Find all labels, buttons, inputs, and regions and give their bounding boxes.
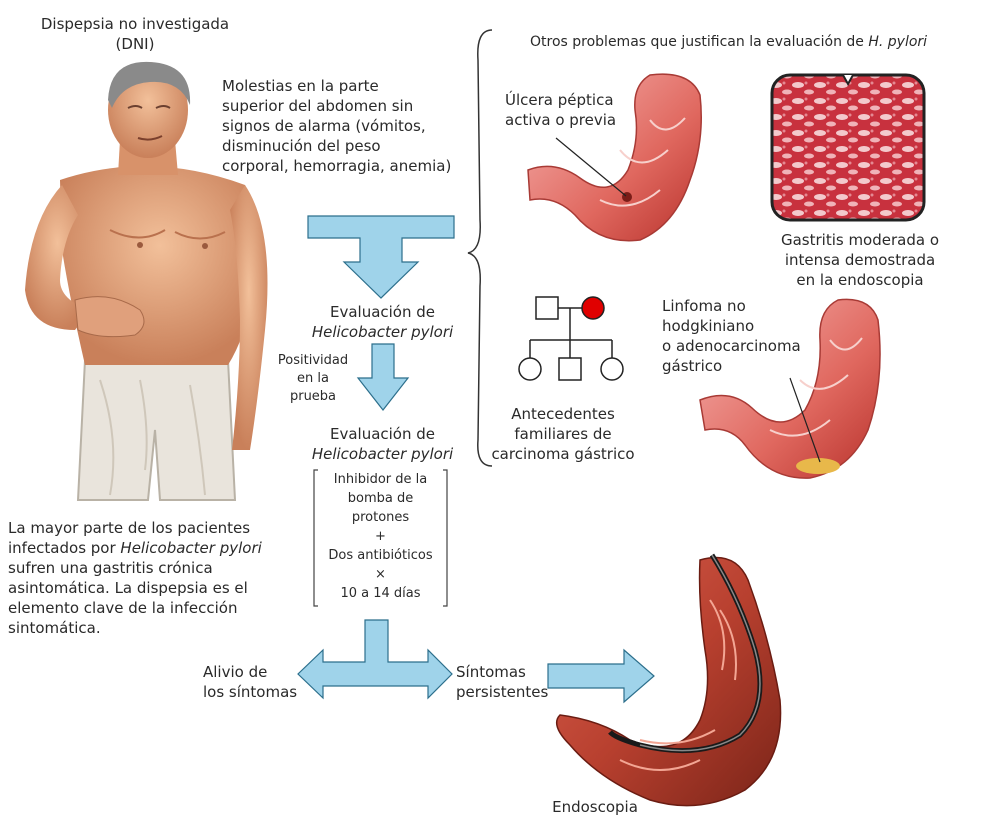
relief-label: Alivio de los síntomas: [203, 662, 313, 702]
positive-test-label: Positividad en la prueba: [268, 352, 358, 406]
evaluation-1-line1: Evaluación de: [290, 302, 475, 322]
symptoms-line: Molestias en la parte: [222, 76, 467, 96]
dni-label: Dispepsia no investigada (DNI): [20, 14, 250, 54]
symptoms-line: superior del abdomen sin: [222, 96, 467, 116]
patients-note-line: elemento clave de la infección: [8, 598, 298, 618]
patients-note-line: infectados por Helicobacter pylori: [8, 538, 298, 558]
patients-note-text: infectados por: [8, 539, 120, 557]
lymphoma-line: Linfoma no: [662, 296, 822, 316]
family-pedigree: [519, 297, 623, 380]
other-problems-italic: H. pylori: [868, 34, 927, 50]
relief-line: los síntomas: [203, 682, 313, 702]
treatment-line: bomba de: [318, 489, 443, 508]
dni-abbr: (DNI): [20, 34, 250, 54]
evaluation-2: Evaluación de Helicobacter pylori: [290, 424, 475, 464]
lymphoma-line: o adenocarcinoma: [662, 336, 822, 356]
other-problems-title: Otros problemas que justifican la evalua…: [530, 32, 1001, 52]
relief-line: Alivio de: [203, 662, 313, 682]
ulcer-line: Úlcera péptica: [505, 90, 645, 110]
positive-line: prueba: [268, 388, 358, 406]
patients-note-line: sintomática.: [8, 618, 298, 638]
other-problems-text: Otros problemas que justifican la evalua…: [530, 34, 868, 50]
patients-note-line: asintomática. La dispepsia es el: [8, 578, 298, 598]
gastritis-mucosa-illustration: [772, 75, 924, 220]
patients-note-italic: Helicobacter pylori: [120, 539, 261, 557]
treatment-line: Dos antibióticos: [318, 546, 443, 565]
lymphoma-line: gástrico: [662, 356, 822, 376]
flow-arrow-1: [308, 216, 454, 298]
patients-note: La mayor parte de los pacientes infectad…: [8, 518, 298, 638]
flow-arrow-2: [358, 344, 408, 410]
symptoms-line: corporal, hemorragia, anemia): [222, 156, 467, 176]
dni-title: Dispepsia no investigada: [20, 14, 250, 34]
ulcer-line: activa o previa: [505, 110, 645, 130]
flow-arrow-split: [298, 620, 452, 698]
gastritis-line: Gastritis moderada o: [770, 230, 950, 250]
symptoms-text: Molestias en la parte superior del abdom…: [222, 76, 467, 176]
symptoms-line: signos de alarma (vómitos,: [222, 116, 467, 136]
patients-note-line: sufren una gastritis crónica: [8, 558, 298, 578]
evaluation-1: Evaluación de Helicobacter pylori: [290, 302, 475, 342]
family-line: Antecedentes: [488, 404, 638, 424]
treatment-line: +: [318, 527, 443, 546]
treatment-line: 10 a 14 días: [318, 584, 443, 603]
family-line: carcinoma gástrico: [488, 444, 638, 464]
evaluation-2-line2: Helicobacter pylori: [290, 444, 475, 464]
positive-line: en la: [268, 370, 358, 388]
treatment-line: protones: [318, 508, 443, 527]
persistent-line: Síntomas: [456, 662, 556, 682]
treatment-box: Inhibidor de la bomba de protones + Dos …: [318, 470, 443, 603]
persistent-label: Síntomas persistentes: [456, 662, 556, 702]
persistent-line: persistentes: [456, 682, 556, 702]
flow-arrow-endoscopy: [548, 650, 654, 702]
symptoms-line: disminución del peso: [222, 136, 467, 156]
evaluation-2-line1: Evaluación de: [290, 424, 475, 444]
patients-note-line: La mayor parte de los pacientes: [8, 518, 298, 538]
evaluation-1-line2: Helicobacter pylori: [290, 322, 475, 342]
gastritis-line: intensa demostrada: [770, 250, 950, 270]
brace: [468, 30, 492, 466]
treatment-line: Inhibidor de la: [318, 470, 443, 489]
endoscopy-label: Endoscopia: [540, 797, 650, 817]
gastritis-line: en la endoscopia: [770, 270, 950, 290]
gastritis-label: Gastritis moderada o intensa demostrada …: [770, 230, 950, 290]
ulcer-label: Úlcera péptica activa o previa: [505, 90, 645, 130]
family-history-label: Antecedentes familiares de carcinoma gás…: [488, 404, 638, 464]
lymphoma-line: hodgkiniano: [662, 316, 822, 336]
treatment-line: ×: [318, 565, 443, 584]
family-line: familiares de: [488, 424, 638, 444]
positive-line: Positividad: [268, 352, 358, 370]
lymphoma-label: Linfoma no hodgkiniano o adenocarcinoma …: [662, 296, 822, 376]
